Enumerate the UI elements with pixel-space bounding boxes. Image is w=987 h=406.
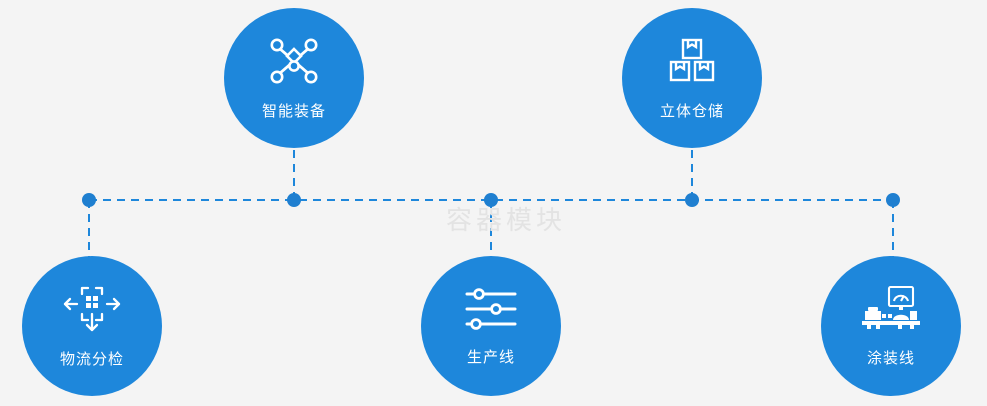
junction-dot-5[interactable] <box>886 193 900 207</box>
watermark-text: 容器模块 <box>446 205 567 235</box>
node-label-painting-line: 涂装线 <box>866 349 915 367</box>
network-nodes-icon <box>268 36 320 86</box>
node-label-logistics-sorting: 物流分检 <box>59 350 124 368</box>
junction-dot-4[interactable] <box>685 193 699 207</box>
sorting-arrows-icon <box>63 284 121 334</box>
node-intelligent-equipment[interactable]: 智能装备 <box>224 8 364 148</box>
node-painting-line[interactable]: 涂装线 <box>821 256 961 396</box>
junction-dot-3[interactable] <box>484 193 498 207</box>
node-stereoscopic-warehouse[interactable]: 立体仓储 <box>622 8 762 148</box>
node-label-intelligent-equipment: 智能装备 <box>261 102 326 120</box>
stacked-boxes-icon <box>667 36 717 86</box>
junction-dot-2[interactable] <box>287 193 301 207</box>
junction-dot-1[interactable] <box>82 193 96 207</box>
factory-machine-icon <box>862 285 920 333</box>
sliders-icon <box>464 286 518 332</box>
node-label-stereoscopic-warehouse: 立体仓储 <box>659 102 724 120</box>
node-label-production-line: 生产线 <box>466 348 515 366</box>
node-production-line[interactable]: 生产线 <box>421 256 561 396</box>
node-logistics-sorting[interactable]: 物流分检 <box>22 256 162 396</box>
